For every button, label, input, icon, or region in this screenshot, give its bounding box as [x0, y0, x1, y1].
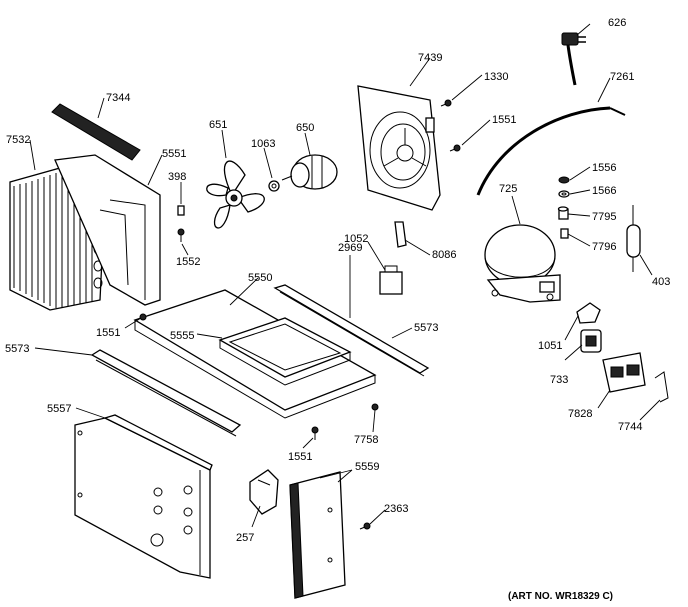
label-8086: 8086	[432, 249, 456, 261]
sleeve-7795	[557, 206, 569, 220]
label-2969: 2969	[338, 242, 362, 254]
label-7796: 7796	[592, 241, 616, 253]
nut	[268, 180, 280, 192]
label-5559: 5559	[355, 461, 379, 473]
label-7439: 7439	[418, 52, 442, 64]
art-number: (ART NO. WR18329 C)	[508, 591, 613, 602]
label-650: 650	[296, 122, 314, 134]
label-7828: 7828	[568, 408, 592, 420]
label-5555: 5555	[170, 330, 194, 342]
screw-7758	[371, 403, 379, 411]
insulation-strip	[51, 103, 141, 161]
screw-1551-lower	[311, 426, 319, 440]
label-1556: 1556	[592, 162, 616, 174]
label-5557: 5557	[47, 403, 71, 415]
label-1330: 1330	[484, 71, 508, 83]
label-626: 626	[608, 17, 626, 29]
screw-1330	[440, 99, 452, 107]
clip-8086	[394, 221, 407, 248]
drier	[626, 205, 641, 272]
power-cord	[561, 32, 586, 86]
grommet-1566	[558, 190, 570, 198]
compressor	[484, 224, 561, 303]
overload-1051	[576, 302, 601, 324]
label-7744: 7744	[618, 421, 642, 433]
label-1063: 1063	[251, 138, 275, 150]
callout-labels: 626 7261 7439 1330 1551 7344 7532 5551 6…	[5, 17, 670, 602]
clip-7744	[654, 371, 669, 403]
screw-2363	[359, 522, 371, 530]
side-panel	[289, 471, 346, 599]
label-651: 651	[209, 119, 227, 131]
sleeve-7796	[560, 228, 569, 239]
leader-lines	[29, 23, 661, 528]
label-7344: 7344	[106, 92, 130, 104]
grommet-1556	[558, 176, 570, 184]
label-5551: 5551	[162, 148, 186, 160]
screw-1551-upper	[449, 144, 461, 152]
capacitor-1052	[379, 265, 403, 295]
terminal-cover-7828	[602, 352, 646, 393]
fan-motor	[281, 154, 338, 190]
label-1052: 1052	[344, 233, 368, 245]
label-2363: 2363	[384, 503, 408, 515]
drain-pan	[218, 317, 352, 386]
bracket-257	[249, 469, 279, 515]
label-1551-top: 1551	[492, 114, 516, 126]
label-733: 733	[550, 374, 568, 386]
label-7532: 7532	[6, 134, 30, 146]
screw-1552	[177, 228, 185, 242]
rail-left	[90, 349, 242, 437]
front-panel	[74, 414, 213, 579]
label-725: 725	[499, 183, 517, 195]
screw-1551-left	[139, 313, 147, 321]
label-257: 257	[236, 532, 254, 544]
label-5573-left: 5573	[5, 343, 29, 355]
label-5573-right: 5573	[414, 322, 438, 334]
label-7758: 7758	[354, 434, 378, 446]
tubing	[476, 106, 626, 196]
label-398: 398	[168, 171, 186, 183]
label-1566: 1566	[592, 185, 616, 197]
label-1551-left: 1551	[96, 327, 120, 339]
label-7795: 7795	[592, 211, 616, 223]
label-403: 403	[652, 276, 670, 288]
rail-right	[273, 284, 430, 377]
label-1552: 1552	[176, 256, 200, 268]
fan-blade	[206, 160, 265, 229]
bulkhead	[357, 85, 441, 211]
label-5550: 5550	[248, 272, 272, 284]
label-1551-bottom: 1551	[288, 451, 312, 463]
label-1051: 1051	[538, 340, 562, 352]
label-7261: 7261	[610, 71, 634, 83]
shroud	[54, 154, 161, 306]
screw-398	[177, 205, 185, 216]
relay-733	[580, 329, 602, 353]
